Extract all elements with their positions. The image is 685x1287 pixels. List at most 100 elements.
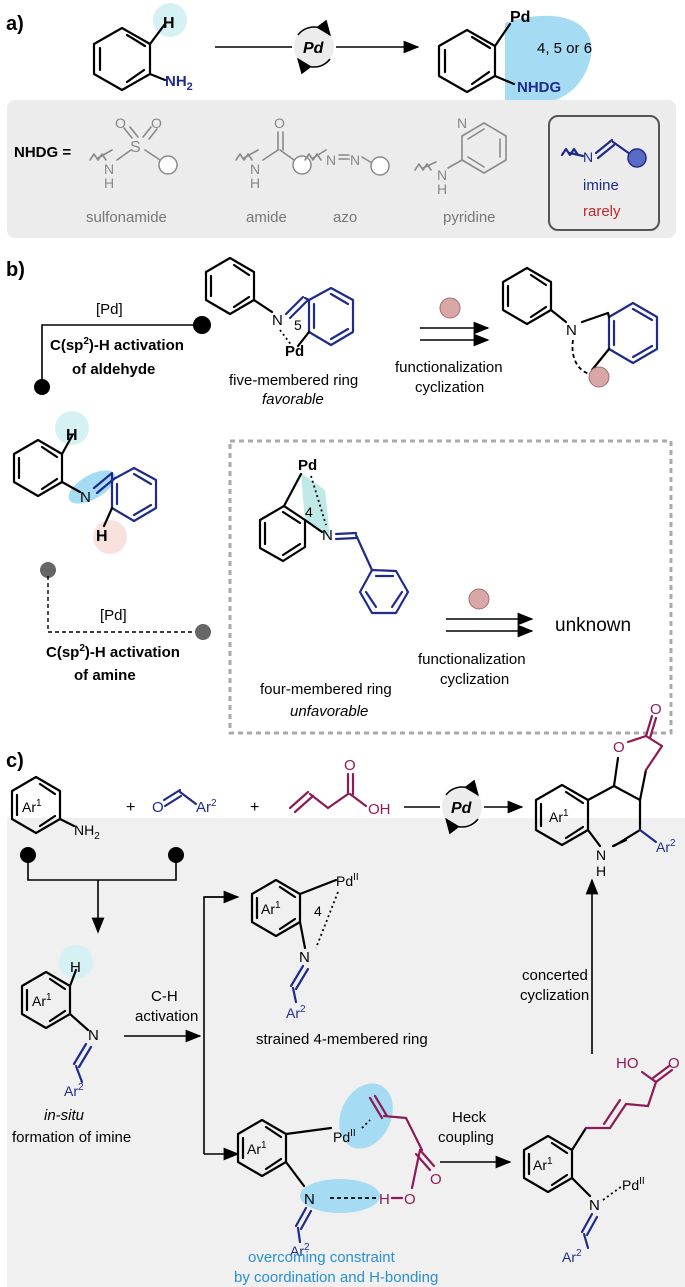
- svg-text:Ar1: Ar1: [247, 1140, 267, 1157]
- svg-text:O: O: [151, 115, 162, 131]
- func-label-1b: functionalization: [418, 651, 526, 668]
- svg-text:N: N: [596, 847, 606, 863]
- imine-box: N imine rarely: [548, 115, 660, 231]
- five-ring-note: favorable: [262, 391, 324, 408]
- svg-text:N: N: [457, 115, 467, 131]
- panel-a-label: a): [6, 13, 24, 35]
- svg-text:S: S: [130, 139, 141, 156]
- panel-b-label: b): [6, 259, 25, 281]
- four-ring-box: Pd 4 N four-membered ring unfavorable fu…: [228, 439, 673, 735]
- svg-text:N: N: [304, 1191, 315, 1208]
- azo-group: N N azo: [304, 149, 390, 226]
- svg-text:HO: HO: [616, 1055, 639, 1072]
- svg-text:Ar2: Ar2: [562, 1248, 582, 1265]
- four-ring-note: unfavorable: [290, 703, 368, 720]
- svg-text:N: N: [80, 489, 91, 506]
- svg-text:C-H: C-H: [151, 988, 178, 1005]
- svg-text:O: O: [274, 115, 285, 131]
- five-ring-text: five-membered ring: [229, 372, 358, 389]
- pd-bracket-aldehyde: [Pd]: [96, 301, 123, 318]
- svg-text:OH: OH: [368, 801, 391, 818]
- tetrahydroquinoline-product: Ar1 N H Ar2 O O: [534, 701, 676, 879]
- panel-c: c) Ar1 NH2 + O Ar2 +: [6, 701, 685, 1287]
- panel-c-label: c): [6, 750, 24, 772]
- amide-label: amide: [246, 209, 287, 226]
- strained-four-ring: Ar1 PdII 4 N Ar2 strained 4-membered rin…: [250, 872, 428, 1048]
- svg-text:Ar2: Ar2: [196, 798, 217, 816]
- svg-text:NH2: NH2: [74, 822, 100, 842]
- svg-text:H: H: [250, 175, 260, 191]
- svg-text:cyclization: cyclization: [520, 987, 589, 1004]
- svg-text:O: O: [613, 739, 625, 756]
- svg-text:N: N: [299, 949, 310, 966]
- overcome-label-1: overcoming constraint: [248, 1249, 396, 1266]
- svg-text:N: N: [589, 1197, 600, 1214]
- unknown-label: unknown: [555, 615, 631, 636]
- svg-text:activation: activation: [135, 1008, 198, 1025]
- svg-text:O: O: [344, 757, 356, 774]
- h-bonding-intermediate: Ar1 PdII O O H N Ar2 overcoming constrai…: [234, 1083, 442, 1286]
- amine-pathway: [Pd] C(sp2)-H activation of amine: [40, 562, 211, 684]
- plus-1: +: [126, 799, 135, 816]
- pyridine-label: pyridine: [443, 209, 496, 226]
- svg-text:O: O: [430, 1171, 442, 1188]
- aniline-structure: H NH2: [92, 3, 193, 93]
- overcome-label-2: by coordination and H-bonding: [234, 1269, 438, 1286]
- aldehyde-reactant: O Ar2: [152, 788, 217, 816]
- imine-formation-label: formation of imine: [12, 1129, 131, 1146]
- func-label-2: cyclization: [415, 379, 484, 396]
- svg-text:PdII: PdII: [622, 1176, 645, 1193]
- amine-activation-1: C(sp2)-H activation: [46, 643, 180, 661]
- svg-text:N: N: [326, 152, 336, 168]
- palladacycle-product: Pd 4, 5 or 6 NHDG: [437, 9, 592, 105]
- butenoic-acid-reactant: O OH: [288, 757, 391, 818]
- heck-coupling-step: Heck coupling: [438, 1109, 512, 1169]
- amide-group: N H O amide: [235, 115, 312, 226]
- five-ring-intermediate: N Pd 5 five-membered ring favorable: [204, 256, 358, 408]
- aldehyde-activation-1: C(sp2)-H activation: [50, 336, 184, 354]
- svg-text:H: H: [596, 863, 606, 879]
- ring-size-label: 4, 5 or 6: [537, 40, 592, 57]
- svg-text:coupling: coupling: [438, 1129, 494, 1146]
- svg-text:O: O: [115, 115, 126, 131]
- panel-a: a) H NH2 Pd: [6, 3, 676, 238]
- central-imine: H N H: [12, 411, 158, 554]
- svg-text:Ar2: Ar2: [64, 1082, 84, 1099]
- nh2-label: NH2: [165, 73, 193, 93]
- func-label-2b: cyclization: [440, 671, 509, 688]
- svg-text:O: O: [650, 701, 662, 718]
- pd-catalyst-cycle-c: Pd: [440, 779, 484, 835]
- pd-bracket-amine: [Pd]: [100, 607, 127, 624]
- amine-activation-2: of amine: [74, 667, 136, 684]
- svg-text:Ar1: Ar1: [549, 808, 569, 825]
- svg-text:concerted: concerted: [522, 967, 588, 984]
- in-situ-imine: Ar1 H N Ar2 in-situ formation of imine: [12, 945, 131, 1146]
- aldehyde-product: N: [501, 266, 659, 388]
- svg-text:N: N: [583, 149, 593, 165]
- svg-text:PdII: PdII: [336, 872, 359, 889]
- svg-text:PdII: PdII: [333, 1128, 356, 1145]
- ring-4-label: 4: [305, 504, 313, 520]
- svg-text:N: N: [437, 167, 447, 183]
- imine-label: imine: [583, 177, 619, 194]
- arylamine-reactant: Ar1 NH2: [10, 775, 100, 842]
- svg-text:Heck: Heck: [452, 1109, 487, 1126]
- svg-text:4: 4: [314, 903, 322, 919]
- nhdg-panel: [7, 100, 676, 238]
- svg-text:O: O: [404, 1191, 416, 1208]
- svg-text:H: H: [379, 1191, 390, 1208]
- svg-text:H: H: [70, 959, 81, 976]
- svg-text:Ar2: Ar2: [286, 1004, 306, 1021]
- rarely-label: rarely: [583, 203, 621, 220]
- svg-text:Pd: Pd: [298, 457, 317, 474]
- concerted-cyclization-step: concerted cyclization: [520, 878, 599, 1054]
- svg-text:H: H: [104, 175, 114, 191]
- aldehyde-activation-2: of aldehyde: [72, 361, 155, 378]
- svg-text:Ar1: Ar1: [22, 798, 42, 815]
- svg-text:O: O: [668, 1055, 680, 1072]
- svg-text:Pd: Pd: [285, 343, 304, 360]
- svg-text:N: N: [350, 152, 360, 168]
- four-ring-text: four-membered ring: [260, 681, 392, 698]
- svg-text:H: H: [437, 181, 447, 197]
